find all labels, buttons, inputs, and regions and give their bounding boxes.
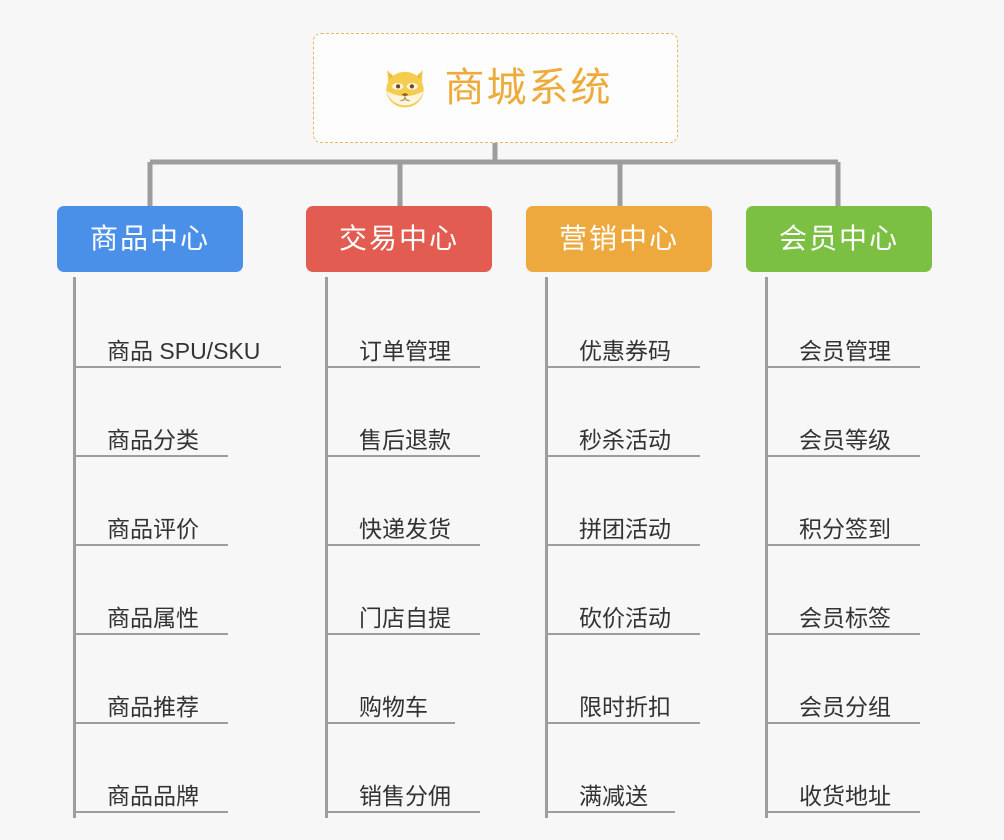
column-spine <box>73 277 76 818</box>
column-spine <box>325 277 328 818</box>
leaf-item[interactable]: 商品 SPU/SKU <box>73 324 281 368</box>
leaf-item[interactable]: 商品品牌 <box>73 769 228 813</box>
leaf-item-label: 会员分组 <box>799 693 891 720</box>
leaf-item-label: 拼团活动 <box>579 515 671 542</box>
leaf-item[interactable]: 快递发货 <box>325 502 480 546</box>
leaf-item[interactable]: 商品分类 <box>73 413 228 457</box>
leaf-item-label: 优惠券码 <box>579 337 671 364</box>
category-header-product-center[interactable]: 商品中心 <box>57 206 243 272</box>
root-title: 商城系统 <box>444 66 613 110</box>
category-header-label: 商品中心 <box>89 223 210 254</box>
leaf-item[interactable]: 会员等级 <box>765 413 920 457</box>
leaf-item[interactable]: 满减送 <box>545 769 675 813</box>
leaf-item[interactable]: 销售分佣 <box>325 769 480 813</box>
leaf-item[interactable]: 限时折扣 <box>545 680 700 724</box>
leaf-item-label: 会员标签 <box>799 604 891 631</box>
leaf-item[interactable]: 积分签到 <box>765 502 920 546</box>
leaf-item[interactable]: 售后退款 <box>325 413 480 457</box>
leaf-item[interactable]: 拼团活动 <box>545 502 700 546</box>
leaf-item-label: 商品分类 <box>107 426 199 453</box>
leaf-item[interactable]: 订单管理 <box>325 324 480 368</box>
leaf-item-label: 会员管理 <box>799 337 891 364</box>
leaf-item-label: 商品品牌 <box>107 782 199 809</box>
leaf-item-label: 会员等级 <box>799 426 891 453</box>
category-header-label: 交易中心 <box>338 223 459 254</box>
column-spine <box>545 277 548 818</box>
leaf-item-label: 商品属性 <box>107 604 199 631</box>
leaf-item[interactable]: 商品属性 <box>73 591 228 635</box>
leaf-item[interactable]: 购物车 <box>325 680 455 724</box>
category-header-label: 会员中心 <box>778 223 899 254</box>
leaf-item-label: 限时折扣 <box>579 693 671 720</box>
leaf-item-label: 商品推荐 <box>107 693 199 720</box>
leaf-item-label: 满减送 <box>579 782 648 809</box>
leaf-item[interactable]: 会员管理 <box>765 324 920 368</box>
category-header-marketing-center[interactable]: 营销中心 <box>526 206 712 272</box>
leaf-item[interactable]: 会员标签 <box>765 591 920 635</box>
leaf-item-label: 砍价活动 <box>579 604 671 631</box>
leaf-item[interactable]: 商品推荐 <box>73 680 228 724</box>
leaf-item-label: 门店自提 <box>359 604 451 631</box>
leaf-item-label: 商品 SPU/SKU <box>107 337 261 364</box>
leaf-item[interactable]: 砍价活动 <box>545 591 700 635</box>
leaf-item-label: 商品评价 <box>107 515 199 542</box>
leaf-item-label: 订单管理 <box>359 337 451 364</box>
leaf-item[interactable]: 优惠券码 <box>545 324 700 368</box>
leaf-item-label: 秒杀活动 <box>579 426 671 453</box>
root-node-mall-system[interactable]: 商城系统 <box>313 33 678 143</box>
leaf-item-label: 积分签到 <box>799 515 891 542</box>
leaf-item[interactable]: 收货地址 <box>765 769 920 813</box>
category-header-member-center[interactable]: 会员中心 <box>746 206 932 272</box>
leaf-item-label: 购物车 <box>359 693 428 720</box>
leaf-item-label: 售后退款 <box>359 426 451 453</box>
leaf-item-label: 销售分佣 <box>359 782 451 809</box>
leaf-item[interactable]: 商品评价 <box>73 502 228 546</box>
leaf-item[interactable]: 秒杀活动 <box>545 413 700 457</box>
leaf-item[interactable]: 会员分组 <box>765 680 920 724</box>
category-header-trade-center[interactable]: 交易中心 <box>306 206 492 272</box>
shiba-dog-face-icon <box>385 70 424 108</box>
category-header-label: 营销中心 <box>558 223 679 254</box>
leaf-item[interactable]: 门店自提 <box>325 591 480 635</box>
leaf-item-label: 收货地址 <box>799 782 891 809</box>
column-spine <box>765 277 768 818</box>
leaf-item-label: 快递发货 <box>359 515 451 542</box>
